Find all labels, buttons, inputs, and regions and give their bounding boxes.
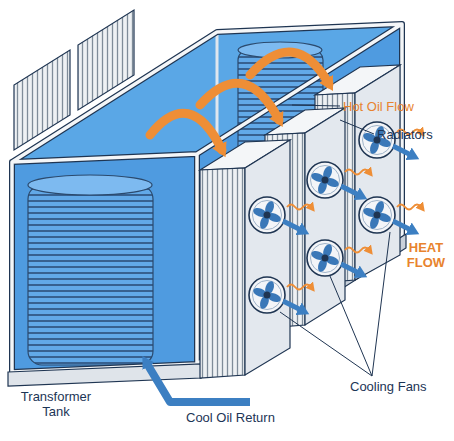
- leader-lines: [280, 105, 390, 376]
- hot-oil-arrows: [150, 52, 329, 150]
- front-coil: [28, 185, 153, 365]
- part-label: HEAT FLOW: [401, 240, 451, 270]
- fan-symbol: [307, 240, 343, 276]
- fan-symbol: [249, 277, 285, 313]
- part-label: Cool Oil Return: [186, 410, 275, 425]
- part-label: Radiators: [377, 127, 433, 142]
- cooling-fans: [249, 122, 395, 313]
- cool-oil-arrow: [146, 362, 250, 402]
- fan-symbol: [359, 197, 395, 233]
- air-flow-arrows: [283, 146, 413, 311]
- fan-symbol: [249, 197, 285, 233]
- part-label: Transformer Tank: [6, 389, 106, 419]
- part-label: Hot Oil Flow: [343, 99, 414, 114]
- fan-symbol: [307, 162, 343, 198]
- part-label: Cooling Fans: [350, 379, 427, 394]
- heat-flow-arrows: [287, 130, 421, 290]
- transformer-tank: [8, 24, 406, 386]
